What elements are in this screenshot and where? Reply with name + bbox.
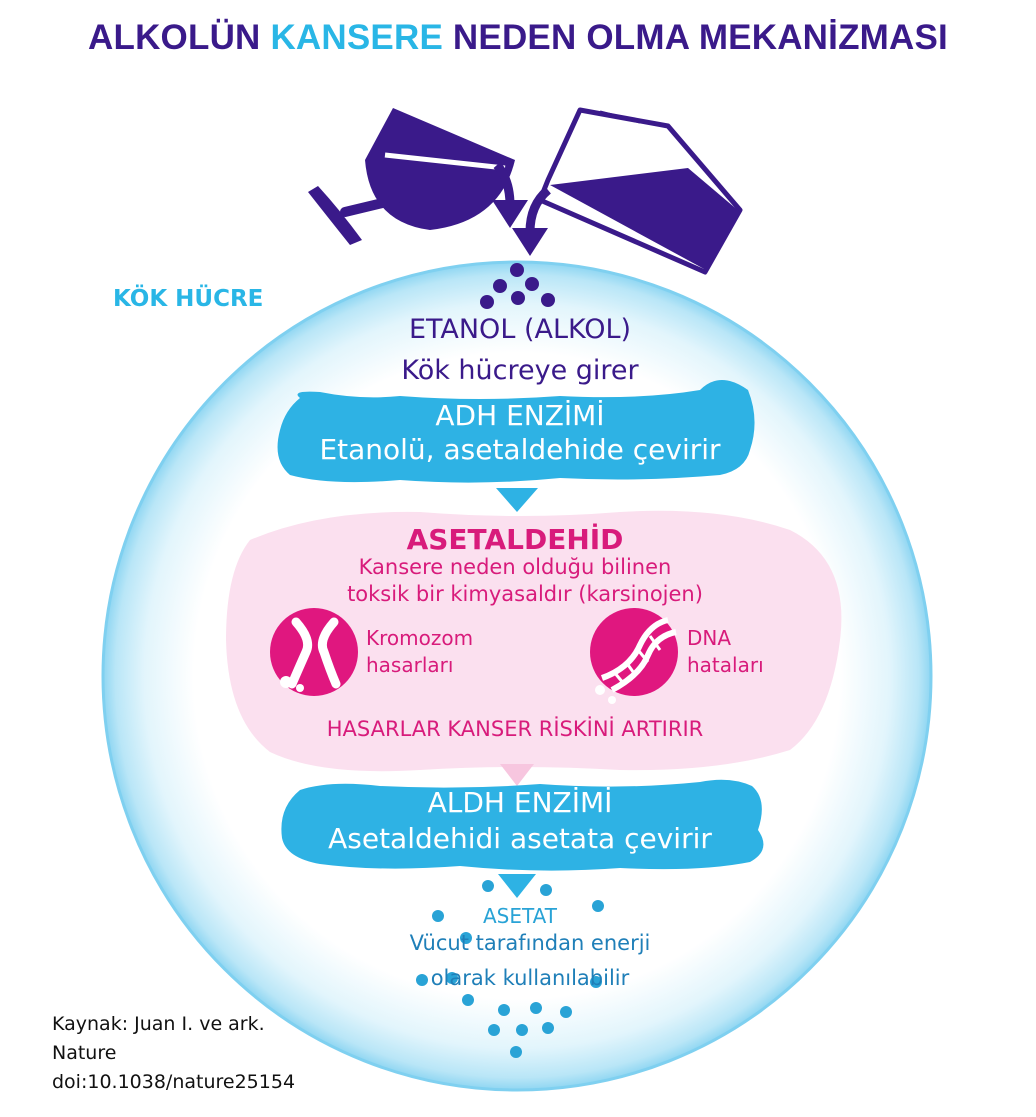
chromosome-damage-label: Kromozom hasarları <box>366 625 526 679</box>
pitcher-pour-arrowhead <box>512 228 548 256</box>
chromosome-label-line1: Kromozom <box>366 626 474 650</box>
acetaldehyde-title: ASETALDEHİD <box>406 523 624 556</box>
acetaldehyde-arrow <box>500 764 534 786</box>
chromosome-label-line2: hasarları <box>366 653 454 677</box>
acetate-dots <box>416 880 604 1058</box>
acetaldehyde-description-line1: Kansere neden olduğu bilinen <box>358 555 672 579</box>
acetate-description-line1: Vücut tarafından enerji <box>409 931 651 955</box>
adh-title: ADH ENZİMİ <box>435 399 605 432</box>
aldh-title: ALDH ENZİMİ <box>427 786 613 819</box>
adh-arrow <box>496 488 538 512</box>
page-title: ALKOLÜN KANSERE NEDEN OLMA MEKANİZMASI <box>0 18 1036 58</box>
title-part-3: NEDEN OLMA MEKANİZMASI <box>443 18 948 57</box>
pitcher-pour-arrow <box>525 186 552 233</box>
glass-pour-arrowhead <box>492 200 528 228</box>
stem-cell-label: KÖK HÜCRE <box>113 286 264 312</box>
cancer-risk-text: HASARLAR KANSER RİSKİNİ ARTIRIR <box>326 717 704 741</box>
wine-glass-icon <box>308 108 515 245</box>
aldh-blob <box>281 779 764 871</box>
source-line1: Kaynak: Juan I. ve ark. <box>52 1013 265 1035</box>
adh-blob <box>277 380 755 483</box>
dna-label-line2: hataları <box>687 653 764 677</box>
dna-errors-label: DNA hataları <box>687 625 807 679</box>
adh-description: Etanolü, asetaldehide çevirir <box>319 433 721 466</box>
aldh-description: Asetaldehidi asetata çevirir <box>328 822 712 855</box>
source-line2: Nature <box>52 1042 117 1064</box>
dna-icon <box>590 608 678 704</box>
acetate-title: ASETAT <box>482 904 558 928</box>
pitcher-icon <box>537 107 743 275</box>
acetaldehyde-region <box>226 510 842 772</box>
aldh-arrow <box>498 874 536 898</box>
chromosome-icon <box>270 608 358 696</box>
acetate-description-line2: olarak kullanılabilir <box>430 966 630 990</box>
ethanol-title: ETANOL (ALKOL) <box>408 314 632 345</box>
title-part-1: ALKOLÜN <box>88 18 271 57</box>
title-part-2: KANSERE <box>270 18 443 57</box>
source-doi: doi:10.1038/nature25154 <box>52 1071 296 1093</box>
ethanol-dots <box>480 263 555 309</box>
dna-label-line1: DNA <box>687 626 732 650</box>
ethanol-description: Kök hücreye girer <box>401 355 639 386</box>
acetaldehyde-description-line2: toksik bir kimyasaldır (karsinojen) <box>347 582 703 606</box>
